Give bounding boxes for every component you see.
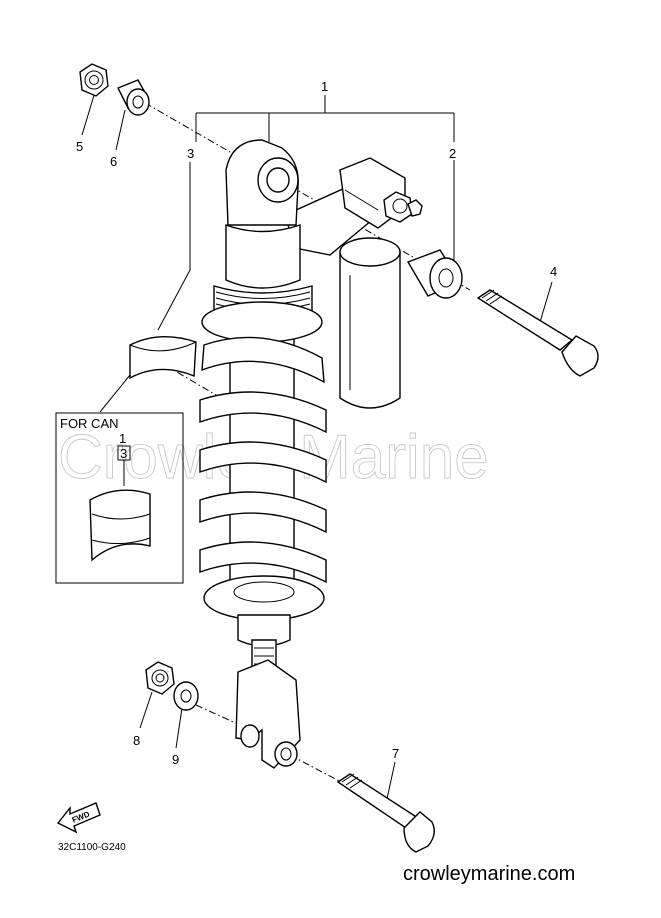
site-url: crowleymarine.com xyxy=(403,863,575,885)
callout-3: 3 xyxy=(187,146,194,161)
inset-ref-bottom: 3 xyxy=(120,446,127,461)
collar-part-6[interactable] xyxy=(117,79,150,116)
callout-1: 1 xyxy=(321,79,328,94)
diagram-code: 32C1100-G240 xyxy=(58,842,126,853)
nut-part-8[interactable] xyxy=(145,661,175,695)
callout-9: 9 xyxy=(172,752,179,767)
callout-5: 5 xyxy=(76,139,83,154)
callout-2: 2 xyxy=(449,146,456,161)
callout-6: 6 xyxy=(110,154,117,169)
reservoir-nut[interactable] xyxy=(383,191,423,223)
bolt-part-7[interactable] xyxy=(336,773,435,853)
inset-title: FOR CAN xyxy=(60,416,119,431)
washer-part-9[interactable] xyxy=(173,681,199,711)
callout-8: 8 xyxy=(133,733,140,748)
collar-part-2[interactable] xyxy=(406,249,463,299)
coil-spring[interactable] xyxy=(199,301,327,621)
shock-upper-mount[interactable] xyxy=(225,139,301,289)
lower-clevis[interactable] xyxy=(235,659,301,769)
fwd-arrow-icon: FWD xyxy=(56,802,101,834)
inset-for-can: FOR CAN 1 3 xyxy=(55,412,184,584)
callout-4: 4 xyxy=(550,264,557,279)
callout-7: 7 xyxy=(392,746,399,761)
nut-part-5[interactable] xyxy=(79,63,109,97)
inset-ref-top: 1 xyxy=(119,431,126,446)
can-part-3[interactable] xyxy=(129,335,197,380)
reservoir[interactable] xyxy=(339,237,401,409)
bolt-part-4[interactable] xyxy=(476,289,599,377)
